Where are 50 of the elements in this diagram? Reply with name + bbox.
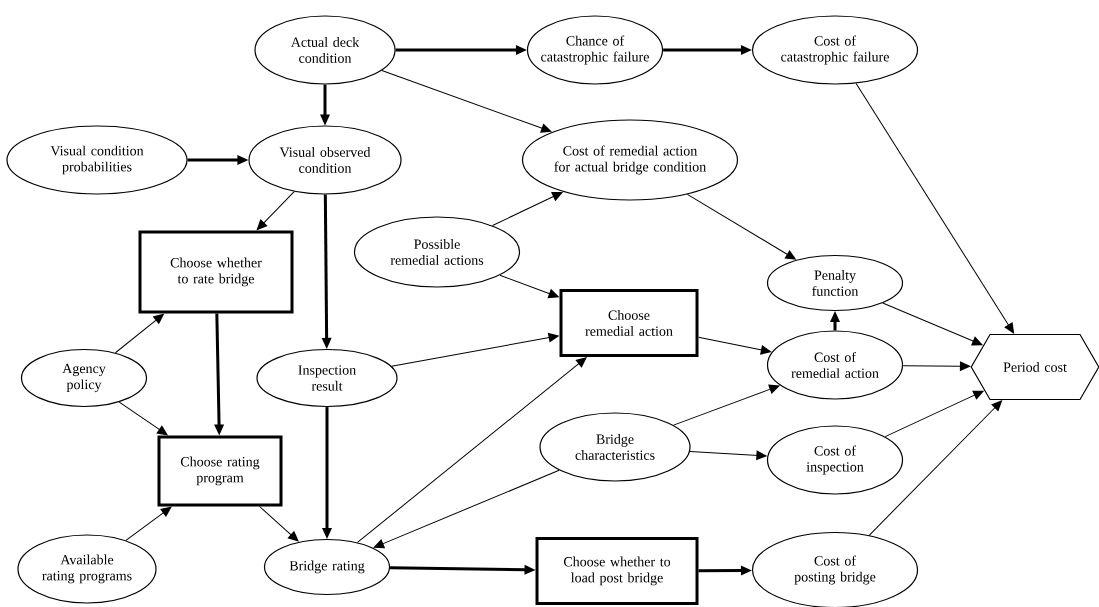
- arrow: [391, 332, 560, 367]
- decision-box: Choose rating program: [157, 435, 283, 507]
- ellipse-node: Possible remedial actions: [353, 216, 521, 288]
- ellipse-node: Cost of remedial action: [766, 330, 904, 400]
- ellipse-node: Cost of remedial action for actual bridge condition: [521, 119, 739, 201]
- arrow: [114, 313, 165, 354]
- arrow: [256, 191, 295, 231]
- ellipse-node: Cost of catastrophic failure: [751, 15, 919, 85]
- arrow: [125, 506, 172, 541]
- ellipse-node: Chance of catastrophic failure: [526, 15, 664, 85]
- arrow: [395, 45, 527, 55]
- arrow: [830, 311, 840, 331]
- ellipse-node: Actual deck condition: [254, 15, 396, 85]
- arrow: [673, 384, 781, 426]
- arrow: [882, 302, 984, 346]
- arrow: [118, 401, 169, 436]
- arrow: [390, 564, 536, 575]
- arrow: [868, 400, 1003, 536]
- arrow: [663, 45, 752, 55]
- value-hexagon: Period cost: [970, 333, 1099, 401]
- arrow: [187, 155, 249, 165]
- arrow: [499, 274, 560, 299]
- arrow: [686, 193, 797, 260]
- arrow: [321, 194, 332, 349]
- arrow: [356, 357, 587, 543]
- arrow: [698, 336, 772, 355]
- arrow: [902, 361, 971, 372]
- ellipse-node: Visual observed condition: [248, 125, 402, 195]
- ellipse-node: Bridge characteristics: [539, 412, 691, 482]
- decision-box: Choose whether to load post bridge: [535, 537, 699, 605]
- arrow: [855, 82, 1015, 334]
- ellipse-node: Available rating programs: [17, 534, 157, 604]
- arrow: [689, 450, 768, 461]
- arrow: [698, 565, 752, 576]
- arrow: [492, 191, 564, 226]
- ellipse-node: Bridge rating: [263, 538, 391, 596]
- arrow: [259, 506, 299, 542]
- ellipse-node: Inspection result: [256, 348, 398, 408]
- arrow: [884, 390, 985, 438]
- ellipse-node: Cost of inspection: [766, 425, 904, 495]
- arrow: [214, 313, 225, 436]
- arrow: [320, 84, 330, 126]
- arrow: [373, 469, 560, 549]
- ellipse-node: Visual condition probabilities: [6, 125, 188, 195]
- arrow: [381, 70, 553, 133]
- decision-box: Choose whether to rate bridge: [138, 230, 294, 314]
- decision-box: Choose remedial action: [559, 289, 699, 357]
- ellipse-node: Penalty function: [766, 254, 904, 312]
- arrow: [322, 407, 332, 539]
- ellipse-node: Agency policy: [20, 348, 148, 408]
